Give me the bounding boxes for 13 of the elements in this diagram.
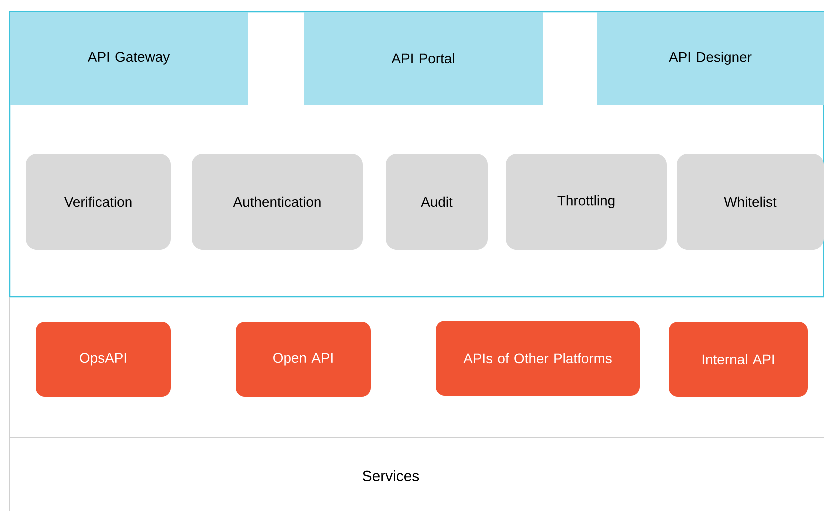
feature-box: Verification [26, 154, 171, 250]
api-box: Internal API [669, 322, 808, 397]
api-box: OpsAPI [36, 322, 171, 397]
product-tab: API Designer [597, 12, 824, 105]
feature-box: Authentication [192, 154, 363, 250]
feature-box: Whitelist [677, 154, 824, 250]
band-label: Services [363, 470, 420, 482]
feature-box: Audit [386, 154, 488, 250]
api-box: APIs of Other Platforms [436, 321, 640, 396]
product-tab: API Portal [304, 12, 543, 105]
feature-box: Throttling [506, 154, 667, 250]
api-box: Open API [236, 322, 371, 397]
product-tab: API Gateway [10, 12, 248, 105]
